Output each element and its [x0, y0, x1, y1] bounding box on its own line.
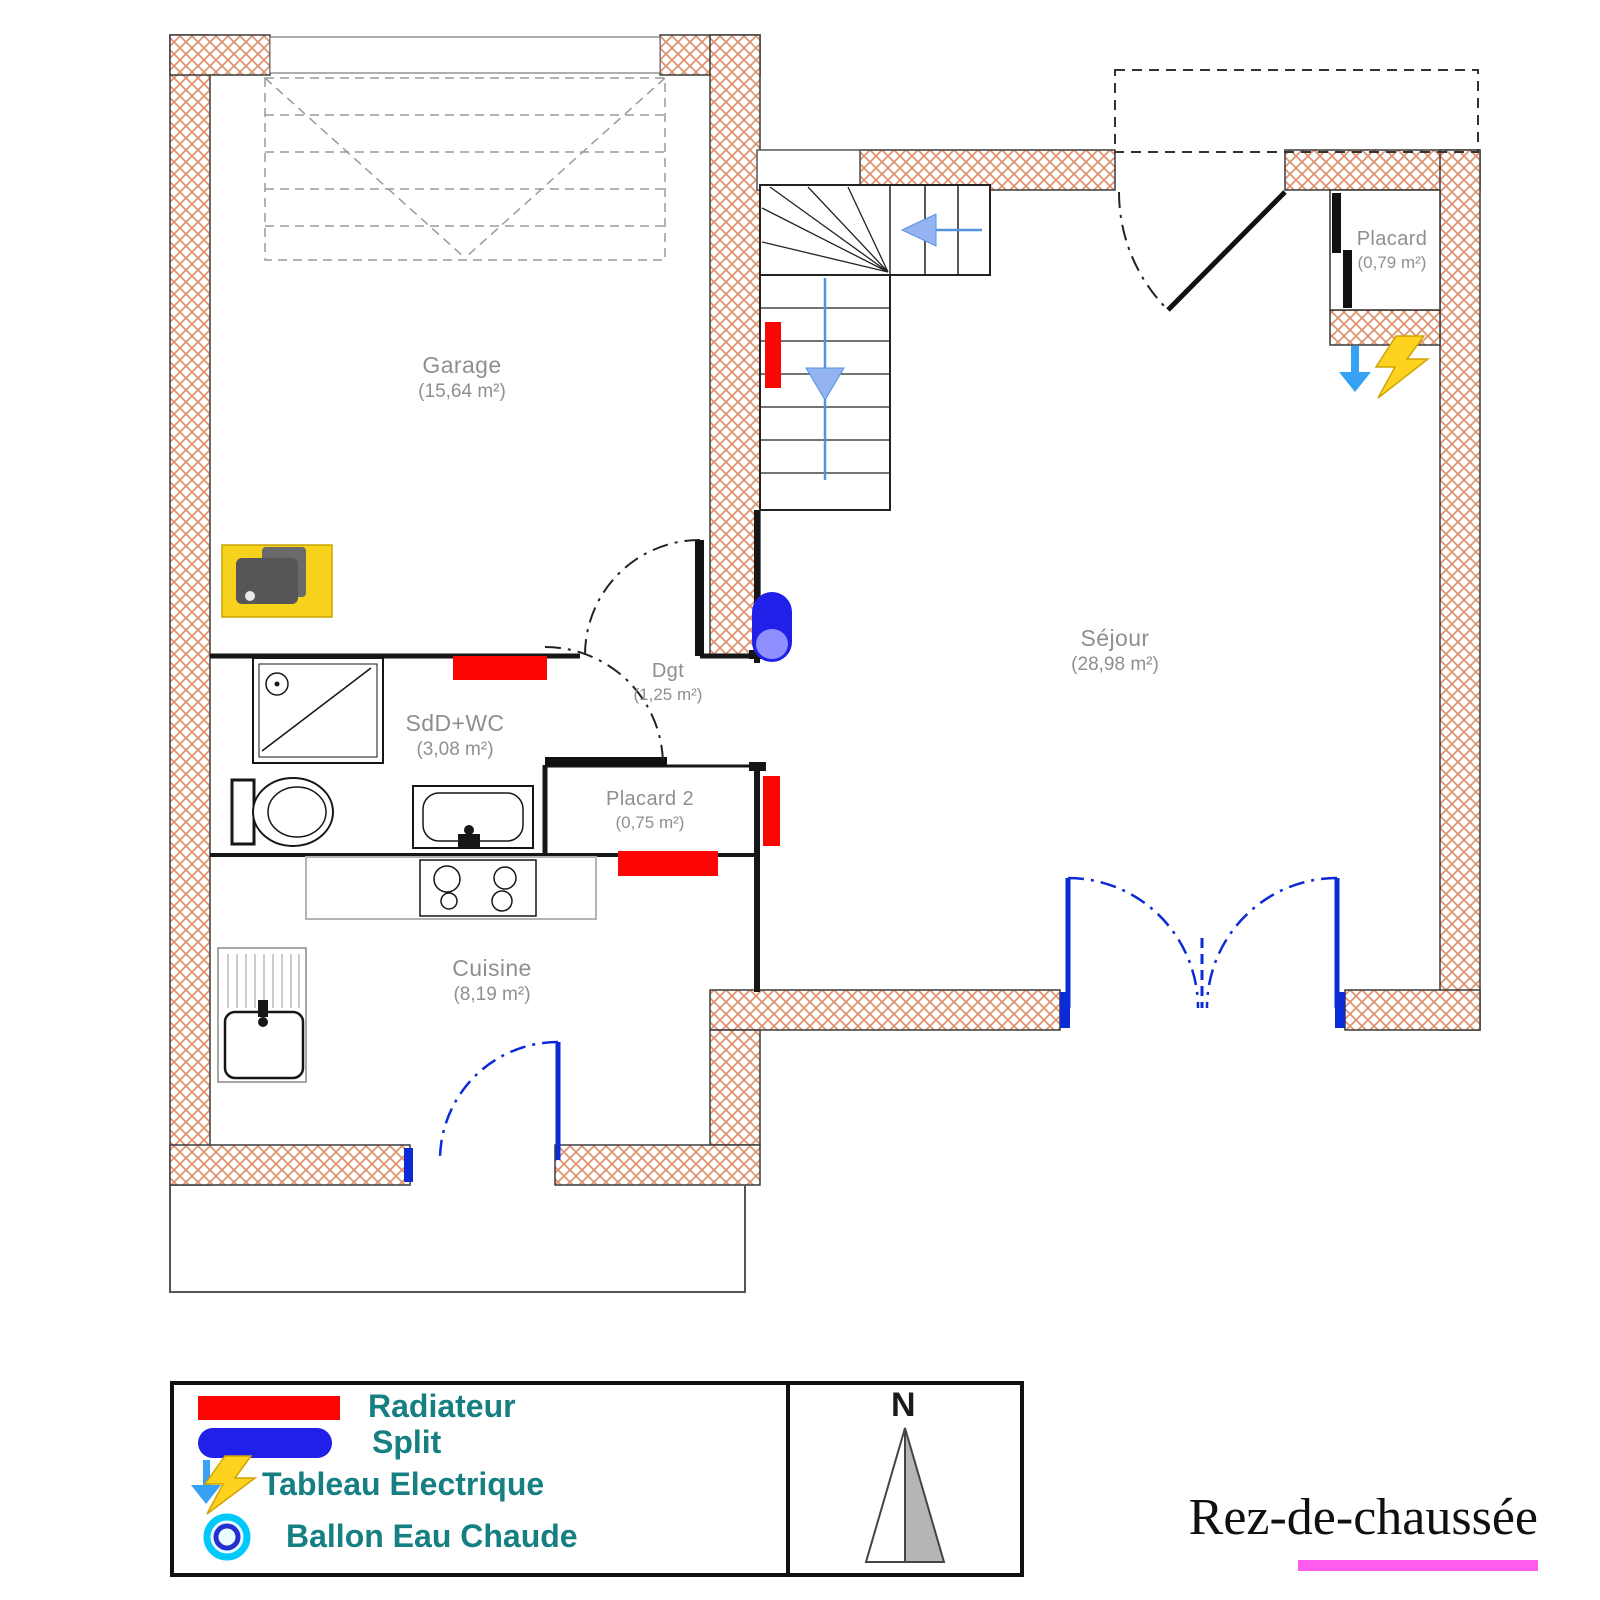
radiator	[765, 322, 781, 388]
radiator	[453, 656, 547, 680]
legend-icons	[191, 1396, 340, 1561]
cooktop	[419, 859, 537, 917]
room-label-cuisine: Cuisine (8,19 m²)	[452, 955, 532, 1006]
room-area: (8,19 m²)	[453, 984, 531, 1005]
placard-closet	[1329, 189, 1441, 311]
title-underline	[1298, 1560, 1538, 1571]
room-label-placard: Placard (0,79 m²)	[1357, 228, 1428, 273]
legend-label-ballon-eau-chaude: Ballon Eau Chaude	[286, 1518, 578, 1554]
stair-direction-arrows	[805, 213, 982, 480]
room-name: SdD+WC	[405, 710, 505, 736]
kitchen-sink	[217, 947, 307, 1083]
room-name: Placard 2	[605, 788, 695, 810]
room-label-garage: Garage (15,64 m²)	[418, 352, 506, 403]
north-label: N	[891, 1386, 916, 1424]
patio-outline	[169, 1185, 746, 1293]
water-heater-icon	[203, 1513, 251, 1561]
porch-outline	[1114, 69, 1479, 153]
radiators	[453, 322, 781, 876]
stairs	[759, 184, 991, 511]
garage-equipment	[221, 544, 333, 618]
room-label-placard-2: Placard 2 (0,75 m²)	[606, 788, 694, 833]
garage-door-swing	[264, 77, 666, 261]
toilet	[230, 777, 334, 847]
room-area: (0,79 m²)	[1357, 253, 1427, 272]
radiator	[763, 776, 780, 846]
door-jamb	[749, 762, 766, 771]
radiator	[618, 851, 718, 876]
floor-title: Rez-de-chaussée	[1188, 1489, 1538, 1546]
room-area: (28,98 m²)	[1071, 654, 1159, 675]
room-name: Dgt	[651, 660, 685, 682]
room-area: (0,75 m²)	[615, 813, 685, 832]
room-area: (1,25 m²)	[633, 685, 703, 704]
room-name: Séjour	[1080, 625, 1150, 651]
kitchen-counter	[305, 856, 597, 920]
bathroom-sink	[412, 785, 534, 849]
room-label-dgt: Dgt (1,25 m²)	[634, 660, 703, 705]
room-area: (15,64 m²)	[418, 381, 506, 402]
garage-door-opening	[269, 36, 661, 74]
legend-label-split: Split	[372, 1424, 442, 1460]
legend-label-tableau-electrique: Tableau Electrique	[262, 1466, 545, 1502]
electrical-panel-icon	[191, 1455, 258, 1515]
room-name: Garage	[422, 352, 502, 378]
radiator-icon	[198, 1396, 340, 1420]
exterior-walls	[169, 34, 1481, 1186]
electrical-panel-symbol	[1339, 335, 1431, 399]
exterior-doors	[404, 876, 1345, 1182]
room-label-sdd-wc: SdD+WC (3,08 m²)	[406, 710, 505, 761]
shower	[252, 657, 384, 764]
split-unit	[752, 592, 792, 662]
room-label-sejour: Séjour (28,98 m²)	[1071, 625, 1159, 676]
interior-doors	[544, 190, 1287, 766]
room-name: Cuisine	[452, 955, 532, 981]
legend-label-radiateur: Radiateur	[368, 1388, 516, 1424]
north-arrow-icon	[864, 1427, 946, 1563]
room-name: Placard	[1356, 228, 1428, 250]
split-icon	[198, 1428, 332, 1458]
room-area: (3,08 m²)	[416, 739, 494, 760]
